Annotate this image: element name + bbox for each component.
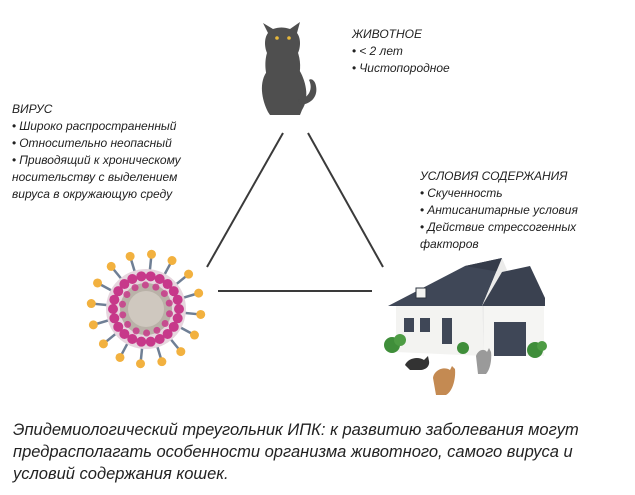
list-item: •Широко распространенный	[12, 119, 177, 133]
virus-icon	[86, 249, 206, 369]
triangle-edge-left	[206, 132, 284, 268]
list-item: •Антисанитарные условия	[420, 203, 578, 217]
animal-title: ЖИВОТНОЕ	[352, 27, 422, 41]
conditions-factor-block: УСЛОВИЯ СОДЕРЖАНИЯ •Скученность •Антисан…	[420, 168, 620, 253]
virus-title: ВИРУС	[12, 102, 53, 116]
animal-list: •< 2 лет •Чистопородное	[352, 43, 552, 77]
list-item: •Скученность	[420, 186, 503, 200]
animal-factor-block: ЖИВОТНОЕ •< 2 лет •Чистопородное	[352, 26, 552, 77]
list-item: •Приводящий к хроническому носительству …	[12, 153, 181, 201]
conditions-title: УСЛОВИЯ СОДЕРЖАНИЯ	[420, 169, 568, 183]
virus-list: •Широко распространенный •Относительно н…	[12, 118, 212, 203]
virus-factor-block: ВИРУС •Широко распространенный •Относите…	[12, 101, 212, 203]
list-item: •Действие стрессогенных факторов	[420, 220, 577, 251]
list-item: •< 2 лет	[352, 44, 403, 58]
triangle-edge-right	[307, 132, 384, 268]
list-item: •Чистопородное	[352, 61, 450, 75]
house-icon	[384, 258, 547, 395]
figure-caption: Эпидемиологический треугольник ИПК: к ра…	[13, 421, 579, 483]
cat-icon	[261, 22, 317, 115]
conditions-list: •Скученность •Антисанитарные условия •Де…	[420, 185, 620, 253]
list-item: •Относительно неопасный	[12, 136, 172, 150]
